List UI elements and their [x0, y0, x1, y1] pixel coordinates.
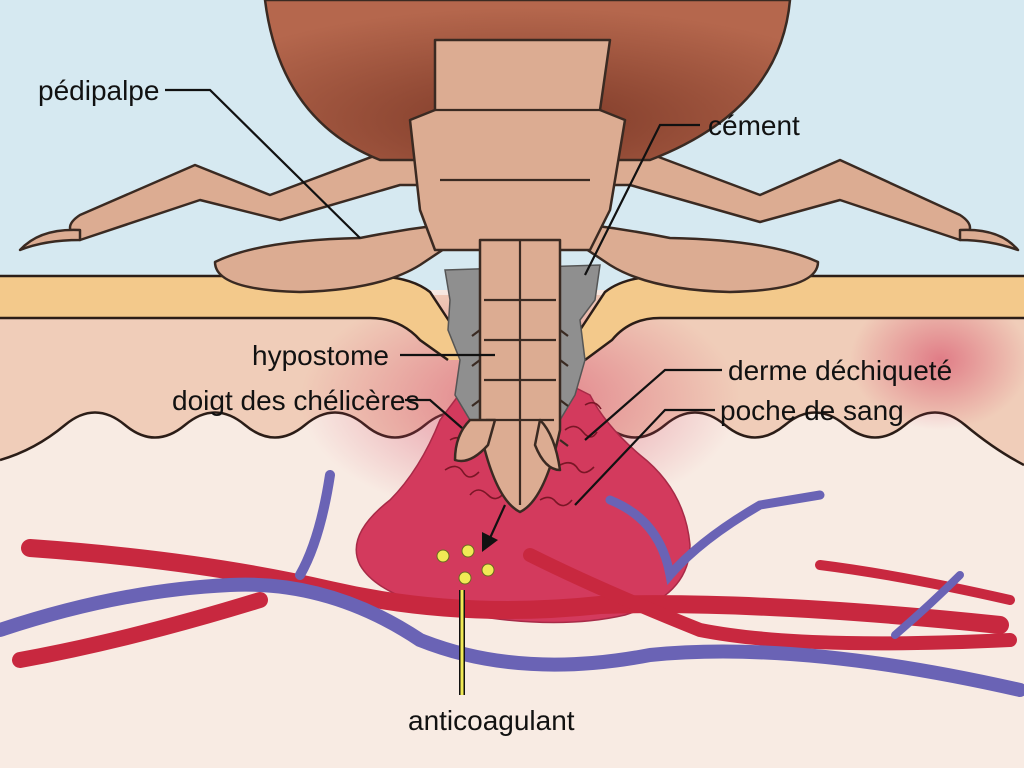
tick-capitulum — [408, 38, 627, 252]
capitulum-groove — [435, 108, 600, 182]
leader-cement — [584, 123, 700, 276]
tick-legs — [18, 148, 1020, 252]
leader-blood-pool — [574, 408, 715, 506]
bite-direction-arrowhead — [482, 532, 498, 552]
anticoagulant-dot — [436, 549, 450, 563]
blood-vessels — [0, 470, 1024, 697]
artery-branch — [523, 548, 1017, 651]
label-chelicera-finger: doigt des chélicères — [172, 385, 419, 416]
labels: pédipalpe cément hypostome doigt des ché… — [38, 75, 952, 736]
anticoagulant-dot — [458, 571, 472, 585]
inflammation-zone-right — [850, 290, 1024, 430]
vein-branch — [605, 490, 825, 586]
label-anticoagulant: anticoagulant — [408, 705, 575, 736]
label-hypostome: hypostome — [252, 340, 389, 371]
corneum-bottom-edge — [0, 316, 1024, 362]
hypostome-segments — [484, 298, 556, 422]
pedipalpe-left — [213, 223, 452, 294]
leader-chelicera — [405, 398, 463, 429]
stratum-corneum — [0, 276, 1024, 360]
anticoagulant-dot — [481, 563, 495, 577]
bite-direction-arrow — [488, 504, 507, 539]
vein-branch — [295, 470, 335, 580]
vein — [0, 577, 1024, 697]
label-cement: cément — [708, 110, 800, 141]
tick-claw-right — [958, 228, 1020, 252]
label-blood-pool: poche de sang — [720, 395, 904, 426]
leader-torn-dermis — [584, 368, 722, 441]
anticoagulant-dots — [436, 544, 495, 585]
chelicera-finger-left — [453, 418, 497, 463]
label-leaders — [165, 88, 722, 695]
label-torn-dermis: derme déchiqueté — [728, 355, 952, 386]
label-pedipalpe: pédipalpe — [38, 75, 159, 106]
anticoagulant-dot — [461, 544, 475, 558]
artery-branch — [815, 560, 1015, 605]
chelicera-finger-right — [533, 418, 562, 472]
artery — [21, 539, 1009, 634]
tick-claw-left — [18, 228, 82, 252]
pedipalpe-right — [578, 223, 820, 294]
leader-pedipalpe — [165, 88, 361, 239]
vein-branch — [891, 571, 964, 639]
artery-branch — [12, 592, 268, 668]
